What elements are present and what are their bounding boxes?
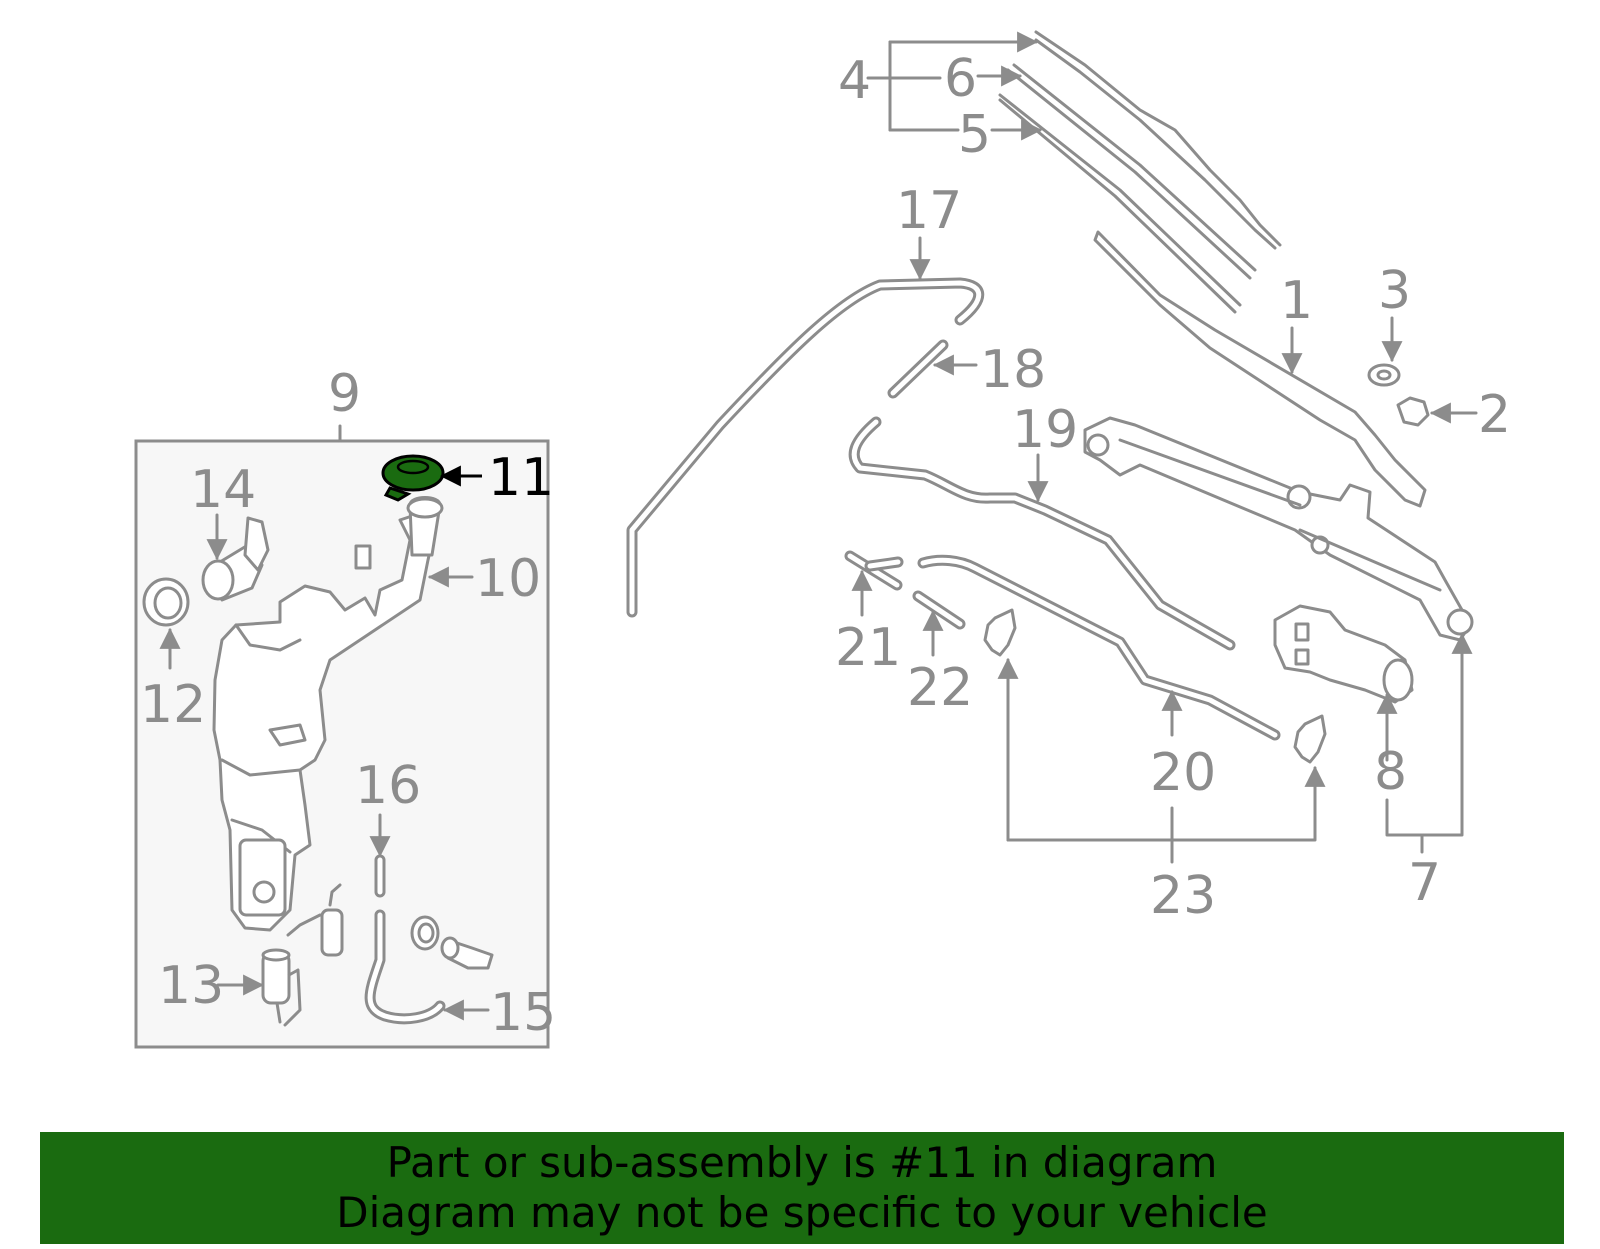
callout-4: 4 xyxy=(838,51,871,111)
pump-small-parts xyxy=(410,915,494,970)
callout-5: 5 xyxy=(958,105,991,165)
callout-8: 8 xyxy=(1374,742,1407,802)
banner-line-1: Part or sub-assembly is #11 in diagram xyxy=(386,1138,1218,1187)
callout-3: 3 xyxy=(1378,261,1411,321)
callout-17: 17 xyxy=(896,181,962,241)
info-banner-bg xyxy=(40,1132,1564,1244)
washer-nozzle-left xyxy=(983,608,1017,657)
callout-1: 1 xyxy=(1280,271,1313,331)
callout-13: 13 xyxy=(158,956,224,1016)
bracket-23-right xyxy=(1006,765,1326,842)
callout-18: 18 xyxy=(980,340,1046,400)
callout-20: 20 xyxy=(1150,743,1216,803)
wiper-motor-8 xyxy=(1273,604,1414,704)
callout-6: 6 xyxy=(944,49,977,109)
callout-15: 15 xyxy=(490,983,556,1043)
washer-cap-highlighted xyxy=(381,454,445,502)
info-banner: Part or sub-assembly is #11 in diagram D… xyxy=(40,1132,1564,1244)
callout-21: 21 xyxy=(835,618,901,678)
callout-7: 7 xyxy=(1408,853,1441,913)
bracket-7 xyxy=(1385,632,1473,837)
callout-23: 23 xyxy=(1150,866,1216,926)
callout-11: 11 xyxy=(488,448,554,508)
washer-reservoir xyxy=(212,496,444,932)
grommet-12 xyxy=(142,577,190,627)
callout-9: 9 xyxy=(328,364,361,424)
nut-2 xyxy=(1396,396,1430,427)
callout-2: 2 xyxy=(1478,385,1511,445)
callout-12: 12 xyxy=(140,675,206,735)
washer-motor-13 xyxy=(261,883,344,1027)
banner-line-2: Diagram may not be specific to your vehi… xyxy=(336,1188,1268,1237)
callout-22: 22 xyxy=(907,658,973,718)
wiper-linkage xyxy=(1083,416,1474,642)
callout-19: 19 xyxy=(1012,400,1078,460)
wiper-blade xyxy=(998,30,1282,314)
callout-10: 10 xyxy=(475,549,541,609)
callout-16: 16 xyxy=(355,756,421,816)
washer-nozzle-right xyxy=(1293,714,1327,764)
callout-14: 14 xyxy=(190,460,256,520)
